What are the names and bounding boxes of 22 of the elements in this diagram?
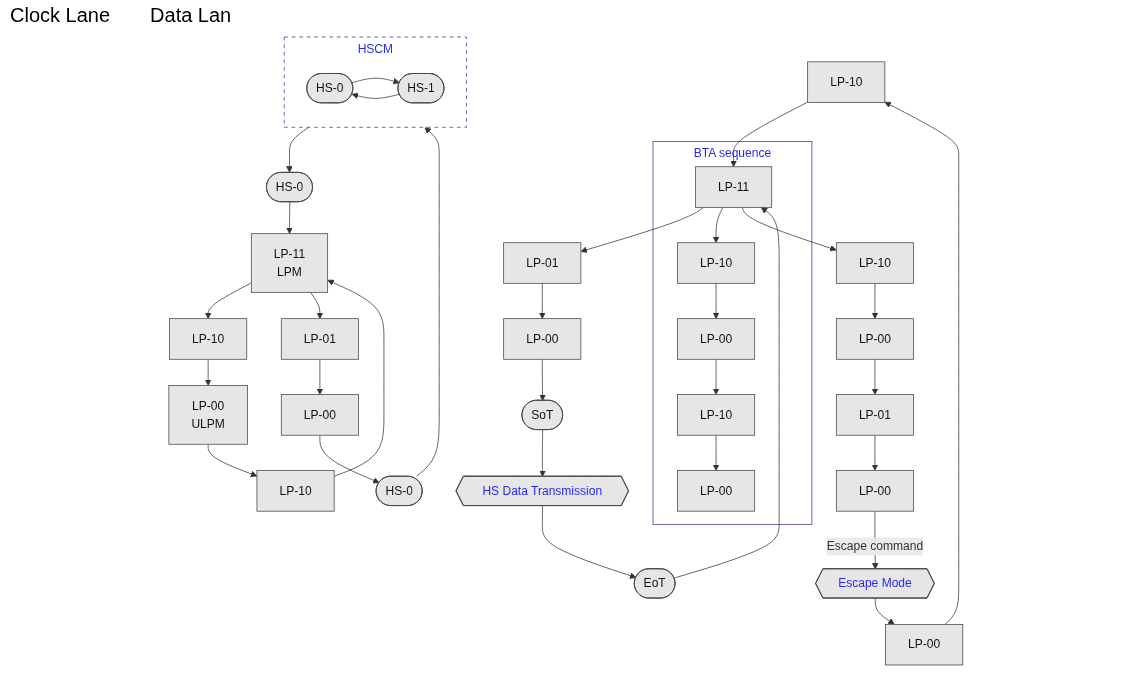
node-box: LP-11 LPM [251,233,329,293]
edge-label: Escape command [826,539,924,553]
node-box: LP-10 [169,318,248,360]
node-box: LP-01 [503,242,582,284]
node-box: LP-00 [836,318,915,360]
node-box: LP-00 [885,624,964,666]
node-box: LP-10 [256,470,335,512]
node-box: LP-01 [281,318,360,360]
lane-heading: Data Lan [150,4,232,27]
node-box: LP-00 [503,318,582,360]
node-box: LP-00 [677,470,756,512]
node-box: LP-10 [807,61,886,103]
node-box: LP-01 [836,394,915,436]
node-box: LP-10 [677,242,756,284]
node-box: LP-00 [281,394,360,436]
node-box: LP-10 [677,394,756,436]
node-box: LP-11 [695,166,773,208]
lane-heading: Clock Lane [10,4,111,27]
node-box: LP-10 [836,242,915,284]
node-box: LP-00 ULPM [168,385,248,445]
node-box: LP-00 [836,470,915,512]
node-box: LP-00 [677,318,756,360]
